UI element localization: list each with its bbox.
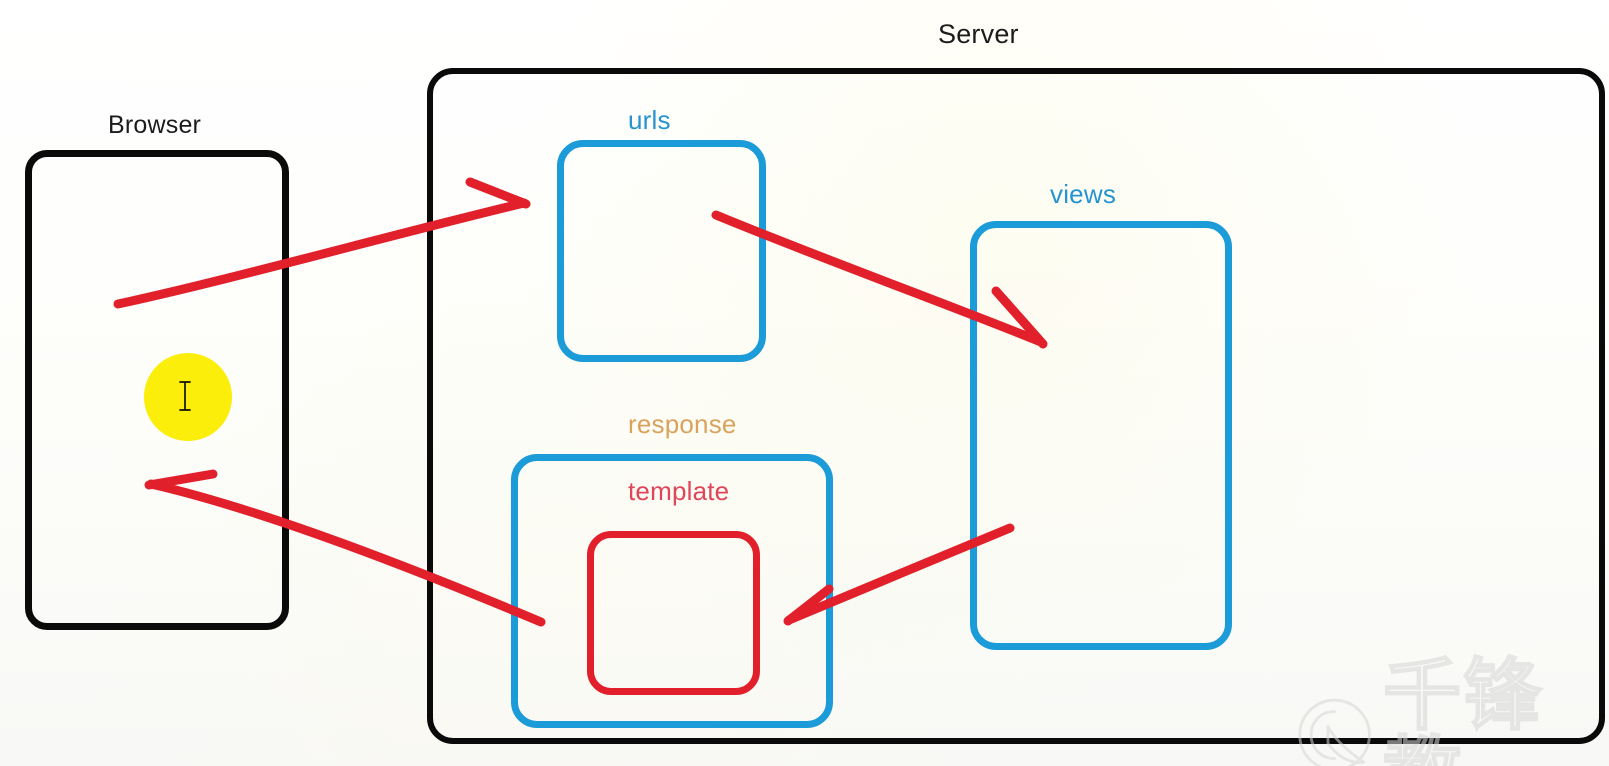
urls-label: urls xyxy=(628,105,671,135)
server-label: Server xyxy=(938,19,1019,49)
template-box xyxy=(587,531,760,695)
page-content-dot xyxy=(144,353,232,441)
browser-box xyxy=(25,150,289,630)
response-label: response xyxy=(628,409,737,439)
views-box xyxy=(970,221,1232,650)
views-label: views xyxy=(1050,179,1117,209)
browser-label: Browser xyxy=(108,111,202,139)
server-box xyxy=(427,68,1605,744)
urls-box xyxy=(557,140,766,362)
template-label: template xyxy=(628,476,730,506)
